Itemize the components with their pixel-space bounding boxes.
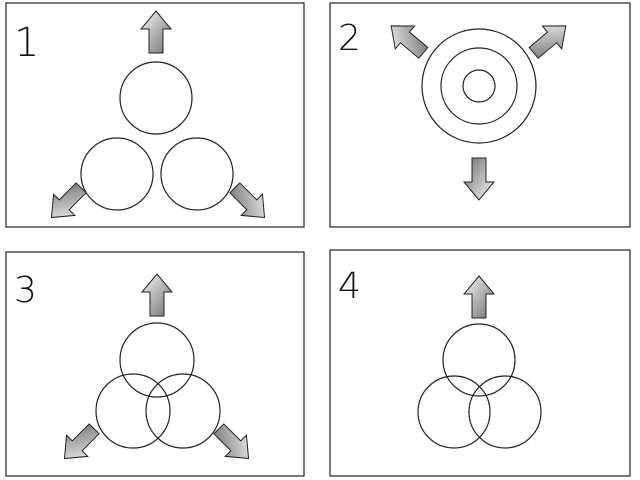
ring-outer	[421, 28, 537, 144]
arrow-down-right-icon	[229, 182, 266, 219]
arrow-shape	[139, 10, 173, 54]
ring-inner	[462, 69, 496, 103]
arrow-up-right-icon	[528, 25, 567, 59]
arrow-down-right-icon	[213, 423, 250, 460]
arrow-shape	[462, 157, 496, 201]
arrow-shape	[528, 25, 567, 59]
circle-bottom-right	[160, 137, 234, 211]
panel-1: 1	[5, 2, 305, 228]
panel-3: 3	[5, 251, 305, 477]
circle-bottom-right	[468, 375, 542, 449]
circle-top	[119, 61, 193, 135]
arrow-up-left-icon	[390, 25, 429, 59]
arrow-shape	[50, 182, 87, 219]
circle-bottom-left	[417, 375, 491, 449]
arrow-up-icon	[140, 273, 174, 317]
arrow-down-left-icon	[63, 423, 100, 460]
arrow-shape	[462, 275, 496, 319]
arrow-shape	[63, 423, 100, 460]
circle-top	[119, 322, 195, 398]
circle-top	[442, 323, 516, 397]
arrow-up-icon	[139, 10, 173, 54]
panel-frame	[329, 249, 631, 477]
circle-bottom-left	[95, 373, 171, 449]
panel-frame	[5, 2, 305, 228]
panel-frame	[329, 2, 631, 228]
panel-number: 3	[14, 270, 37, 311]
panel-2: 2	[329, 2, 631, 228]
arrow-up-icon	[462, 275, 496, 319]
arrow-shape	[140, 273, 174, 317]
arrow-shape	[213, 423, 250, 460]
arrow-shape	[390, 25, 429, 59]
panel-number: 4	[338, 266, 361, 307]
arrow-down-left-icon	[50, 182, 87, 219]
circle-bottom-right	[145, 373, 221, 449]
panel-number: 1	[14, 20, 39, 66]
panel-frame	[5, 251, 305, 477]
panel-number: 2	[338, 18, 361, 59]
ring-middle	[440, 47, 518, 125]
arrow-down-icon	[462, 157, 496, 201]
arrow-shape	[229, 182, 266, 219]
circle-bottom-left	[80, 137, 154, 211]
panel-4: 4	[329, 249, 631, 477]
